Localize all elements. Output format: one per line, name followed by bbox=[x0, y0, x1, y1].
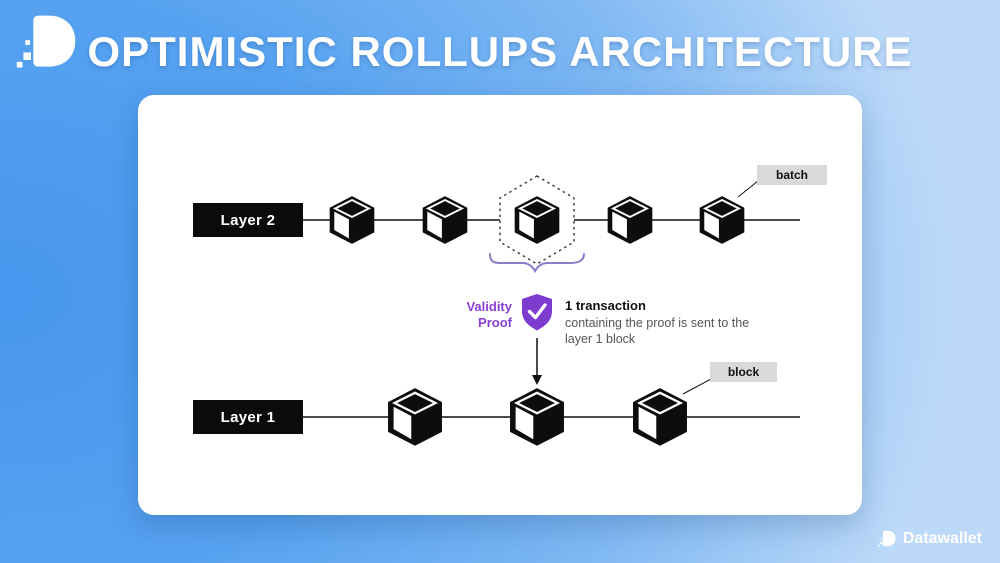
validity-proof-caption: Validity Proof bbox=[428, 299, 512, 331]
annotation-bold-line: 1 transaction bbox=[565, 298, 646, 313]
validity-proof-shield-icon bbox=[522, 294, 552, 331]
layer2-block-cube-icon bbox=[421, 195, 469, 245]
batch-tag: batch bbox=[757, 165, 827, 185]
validity-proof-line1: Validity bbox=[466, 299, 512, 314]
brand-name: Datawallet bbox=[902, 530, 982, 547]
layer1-block-cube-icon bbox=[631, 386, 689, 447]
page-title: OPTIMISTIC ROLLUPS ARCHITECTURE bbox=[87, 28, 913, 75]
validity-proof-line2: Proof bbox=[478, 315, 512, 330]
layer1-block-cube-icon bbox=[508, 386, 566, 447]
layer2-block-cube-icon bbox=[698, 195, 746, 245]
layer2-block-cube-icon bbox=[606, 195, 654, 245]
transaction-annotation: 1 transaction containing the proof is se… bbox=[565, 298, 785, 348]
datawallet-logo-small-icon bbox=[877, 530, 896, 547]
brand-footer: Datawallet bbox=[877, 529, 982, 549]
layer2-block-cube-icon bbox=[328, 195, 376, 245]
layer2-label: Layer 2 bbox=[193, 203, 303, 237]
layer1-label: Layer 1 bbox=[193, 400, 303, 434]
curly-brace bbox=[489, 253, 585, 274]
block-tag: block bbox=[710, 362, 777, 382]
down-arrow-head bbox=[532, 375, 542, 385]
checkmark-icon bbox=[527, 303, 547, 320]
diagram-canvas bbox=[303, 175, 800, 447]
datawallet-logo-icon bbox=[16, 15, 76, 68]
diagram-card: Layer 2 Layer 1 batch block Validity Pro… bbox=[138, 95, 862, 515]
block-connector-line bbox=[682, 378, 712, 395]
batch-connector-line bbox=[737, 180, 759, 198]
layer1-block-cube-icon bbox=[386, 386, 444, 447]
annotation-line3: layer 1 block bbox=[565, 332, 636, 346]
annotation-line2: containing the proof is sent to the bbox=[565, 315, 750, 330]
